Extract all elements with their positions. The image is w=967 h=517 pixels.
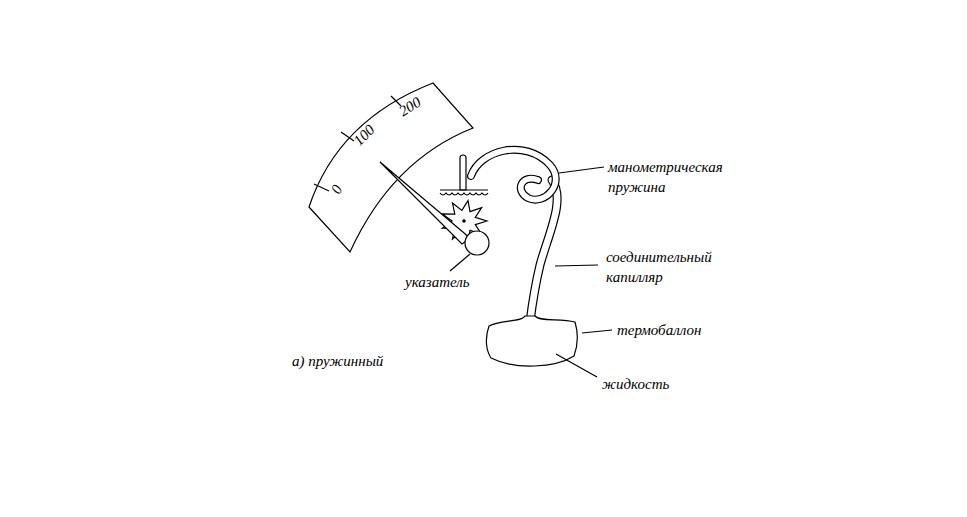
part-label: манометрическая пружина <box>608 157 748 197</box>
toothed-sector <box>440 190 488 195</box>
leader-line <box>559 167 604 173</box>
manometric-spring-inner <box>471 150 556 200</box>
part-label: указатель <box>405 272 470 292</box>
figure-caption: а) пружинный <box>292 351 383 371</box>
gear-axis <box>463 220 465 222</box>
pointer-pivot <box>465 231 489 255</box>
scale-band <box>309 83 473 252</box>
part-label: термобаллон <box>617 320 701 340</box>
leader-line <box>556 354 597 377</box>
lever-rod <box>460 155 466 190</box>
leader-line <box>555 265 598 266</box>
leader-line <box>582 330 612 333</box>
leader-line <box>450 254 470 271</box>
part-label: соединительный капилляр <box>606 247 734 287</box>
part-label: жидкость <box>602 374 669 394</box>
manometric-spring <box>471 150 556 200</box>
pointer-needle <box>380 162 470 244</box>
scale-tick <box>314 184 329 191</box>
